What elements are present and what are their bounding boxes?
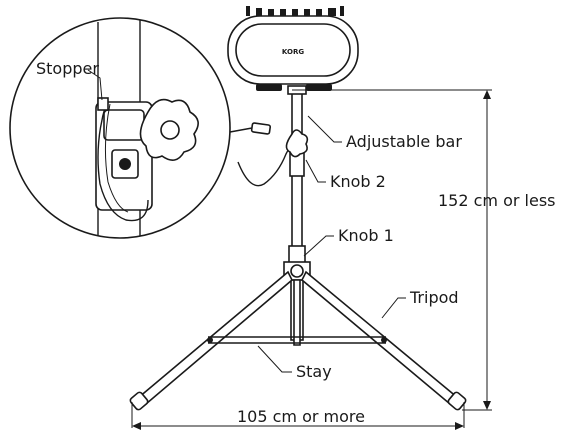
label-knob-1: Knob 1: [338, 226, 394, 245]
label-width: 105 cm or more: [237, 407, 365, 426]
leader-lines: [87, 69, 406, 373]
label-height: 152 cm or less: [438, 191, 556, 210]
label-stay: Stay: [296, 362, 332, 381]
knob-2: [285, 129, 309, 177]
stopper-detail-inset: [9, 17, 231, 239]
height-dimension: [292, 89, 492, 411]
stay-bars: [207, 336, 387, 344]
label-adjustable-bar: Adjustable bar: [346, 132, 462, 151]
label-knob-2: Knob 2: [330, 172, 386, 191]
tripod-legs: [129, 270, 467, 411]
label-tripod: Tripod: [409, 288, 459, 307]
width-dimension: [131, 402, 465, 430]
cable-plug: [250, 122, 272, 135]
speaker-device: KORG: [227, 6, 359, 91]
label-stopper: Stopper: [36, 59, 99, 78]
brand-logo: KORG: [282, 48, 304, 56]
